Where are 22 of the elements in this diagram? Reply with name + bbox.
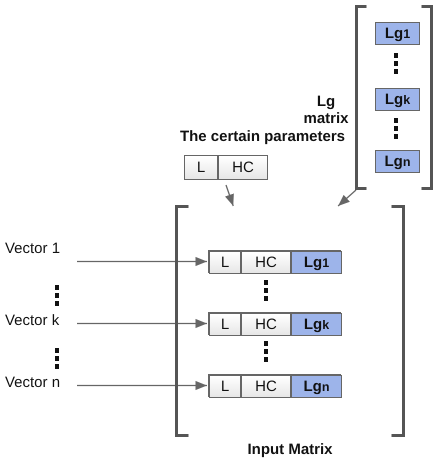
vector-label: Vector k (5, 312, 95, 332)
arrow (77, 380, 207, 390)
parameter-cell: L (209, 375, 241, 398)
arrow (77, 256, 207, 266)
matrix-row (208, 312, 341, 335)
parameter-cell: HC (241, 251, 291, 274)
parameter-cell: L (209, 313, 241, 336)
arrow (225, 184, 234, 206)
vector-label: Vector n (5, 374, 95, 394)
matrix-row (208, 250, 341, 273)
parameter-cell: HC (241, 313, 291, 336)
parameter-cell: HC (218, 155, 268, 180)
matrix-label: Input Matrix (246, 441, 334, 458)
parameter-cell: HC (241, 375, 291, 398)
vector-label: Vector 1 (5, 240, 95, 260)
parameter-cell: L (209, 251, 241, 274)
parameter-cell: L (184, 155, 218, 180)
matrix-row (208, 374, 341, 397)
parameters-heading: The certain parameters (178, 128, 346, 145)
arrow (338, 190, 356, 206)
arrow (77, 318, 207, 328)
matrix-label: Lg matrix (302, 93, 350, 127)
